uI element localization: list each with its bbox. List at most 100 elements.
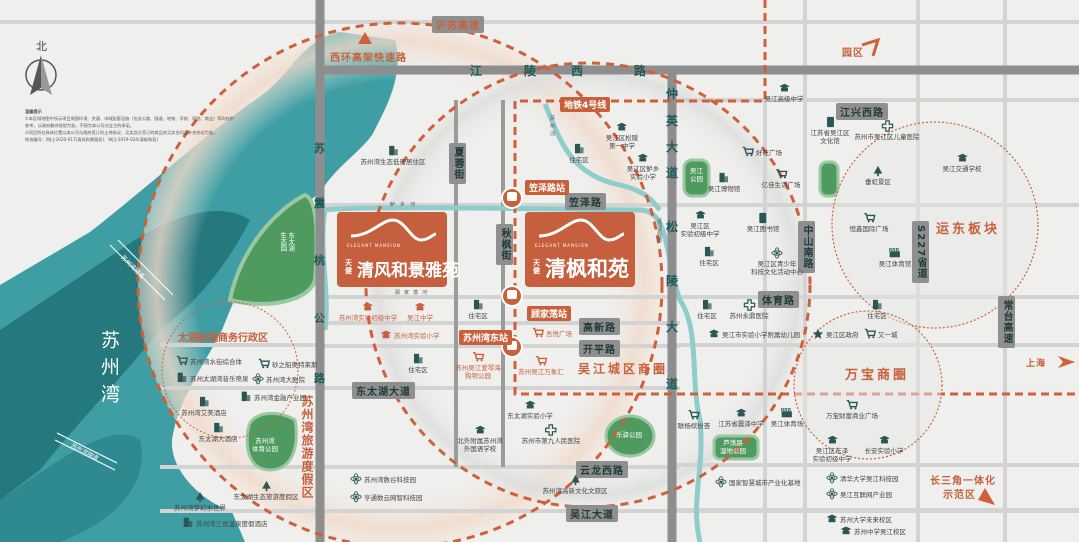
poi-school[interactable]: 长安实验小学 [865,434,904,456]
poi-label: 亨通数云网智科技园 [364,493,423,502]
poi-cart[interactable]: 砂之船奥特莱斯 [258,358,318,372]
poi-label: 住宅区 [697,312,717,321]
poi-school[interactable]: 东太湖实验小学 [507,399,553,421]
poi-label: 吴江图书馆 [746,225,780,234]
park-sports [245,411,298,472]
poi-building[interactable]: 苏州湾三觉温泉度假酒店 [182,517,268,531]
poi-hospital[interactable]: 苏州永鼎医院 [730,299,769,321]
poi-tree[interactable]: 垂虹景区 [865,165,891,187]
poi-atom[interactable]: 吴江互联网产业园 [826,488,892,502]
poi-tree[interactable]: 苏州湾梦幻水世界 [174,491,226,513]
building-icon [198,396,210,410]
poi-book[interactable]: 吴江图书馆 [746,212,780,234]
road-dongtaihu-avenue: 东太湖大道 [352,382,415,399]
poi-building[interactable]: 苏州太湖湾音乐喷泉 [176,372,249,386]
atom-icon [771,247,783,261]
star-icon [812,328,824,342]
school-icon [616,121,628,135]
poi-tree[interactable]: 苏州湾高新文化文旅区 [543,474,608,496]
poi-cart[interactable]: 苏州吴江爱琴海 购物公园 [455,351,501,380]
lake-suzhou-bay-label: 苏州湾 [98,330,120,411]
project-logo-wave-icon [539,218,624,242]
poi-atom[interactable]: 苏州湾数谷科技园 [350,473,416,487]
poi-building[interactable]: 住宅区 [468,299,488,321]
poi-school[interactable]: 苏州中学吴江校区 [840,525,906,539]
cart-icon [472,351,484,365]
poi-building[interactable]: 住宅区 [569,143,589,165]
poi-school[interactable]: 吴江市实验小学附属幼儿园 [708,328,800,342]
project-qingfeng-hejing-yayuan[interactable]: ELEGANT MANSION 天健 清风和景雅苑 [337,212,459,287]
station-gujiadang-label[interactable]: 顾家荡站 [527,306,572,321]
poi-cart[interactable]: 万宝财富商业广场 [826,399,878,421]
road-s227: S227省道 [912,221,929,284]
school-icon [878,434,890,448]
poi-label: 苏州湾高新文化文旅区 [542,487,608,496]
road-songling-char: 松 [666,220,679,234]
poi-school[interactable]: 吴江高级中学 [765,82,804,104]
poi-school[interactable]: 吴江区松陵 第一中学 [606,121,638,150]
poi-cart[interactable]: 恒鑫国际广场 [850,212,889,234]
poi-book[interactable]: 江苏省吴江区 文化馆 [811,116,850,145]
hospital-icon [743,299,755,313]
station-lize-label[interactable]: 笠泽路站 [525,180,570,195]
poi-building[interactable]: 东太湖大酒店 [199,422,238,444]
poi-school[interactable]: 苏州大学未来校区 [826,513,892,527]
road-jiangling-char: 陵 [524,64,537,78]
building-icon [240,391,252,405]
poi-cart[interactable]: 好旺广场 [742,146,782,160]
poi-stadium[interactable]: 吴江体育场 [771,407,803,429]
poi-school[interactable]: 吴江区 实验初级中学 [681,209,720,238]
school-icon [637,152,649,166]
poi-school[interactable]: 吴江交通学校 [943,152,982,174]
metro-station-icons [501,187,523,358]
poi-school[interactable]: 苏州湾实验小学 [380,329,440,343]
poi-building[interactable]: 苏州湾艾美酒店 [181,396,227,418]
poi-atom[interactable]: 国家智慧城市产业化基地 [715,476,801,490]
road-suzhentao-char: 苏 [314,142,325,155]
poi-atom[interactable]: 亨通数云网智科技园 [350,491,423,505]
poi-hospital[interactable]: 苏州市第九人民医院 [522,424,580,446]
road-suzhentao-char: 震 [314,197,325,210]
poi-cart[interactable]: 苏州吴江万象汇 [518,355,564,377]
poi-building[interactable]: 苏州湾金融产业园 [240,391,306,405]
atom-icon [826,488,838,502]
poi-atom[interactable]: 吴江区青少年 科技文化活动中心 [751,247,803,276]
poi-cart[interactable]: 吾悦广场 [532,327,572,341]
building-icon [573,143,585,157]
poi-building[interactable]: 住宅区 [699,246,719,268]
poi-label: 又一城 [878,330,898,339]
poi-school[interactable]: 江苏省震泽中学 [718,407,764,429]
poi-building[interactable]: 苏州湾生态低密居住区 [361,145,426,167]
school-icon [524,399,536,413]
poi-cart[interactable]: 亿佳生活广场 [762,168,801,190]
poi-tree[interactable]: 东太湖生态旅游度假区 [234,480,299,502]
poi-cart[interactable]: 苏州湾水街综合体 [176,355,242,369]
poi-school[interactable]: 苏州湾实验初级中学 [339,301,397,323]
road-husu-expressway: 沪苏高速 [432,16,484,33]
road-qiufeng-street: 秋枫街 [496,224,513,265]
poi-school[interactable]: 北外附属苏州湾 外国语学校 [457,424,503,453]
poi-atom[interactable]: 苏州湾大剧院 [252,373,305,387]
poi-stadium[interactable]: 吴江体育馆 [879,247,911,269]
poi-building[interactable]: 住宅区 [697,299,717,321]
poi-cart[interactable]: 又一城 [864,328,898,342]
poi-school[interactable]: 吴江中学 [407,301,433,323]
poi-school[interactable]: 吴江区东泽 实验初级中学 [813,434,852,463]
poi-atom[interactable]: 清华大学吴江科技园 [826,472,899,486]
park-label: 东太湖 生态园 [278,232,295,252]
river-suzhou-label: 苏州河 [549,115,555,139]
road-jiangxing-west: 江兴西路 [836,103,888,120]
poi-label: 吴江区 实验初级中学 [680,222,720,238]
poi-building[interactable]: 住宅区 [408,353,428,375]
poi-cart[interactable]: 联杨缤纷荟 [678,409,710,431]
poi-building[interactable]: 住宅区 [867,299,887,321]
poi-star[interactable]: 吴江区政府 [812,328,859,342]
zone-wujiang-cbd: 吴江城区商圈 [578,362,669,376]
station-suzhouwan-east-label[interactable]: 苏州湾东站 [459,330,513,345]
project-qingfeng-heyuan[interactable]: ELEGANT MANSION 天健 清枫和苑 [525,212,635,287]
poi-label: 苏州吴江万象汇 [518,368,564,377]
road-xiarong-street: 夏蓉街 [449,143,466,184]
poi-hospital[interactable]: 苏州市吴江区儿童医院 [855,120,920,142]
poi-school[interactable]: 吴江区鲈乡 实验小学 [627,152,659,181]
poi-building[interactable]: 吴江博物馆 [708,172,740,194]
